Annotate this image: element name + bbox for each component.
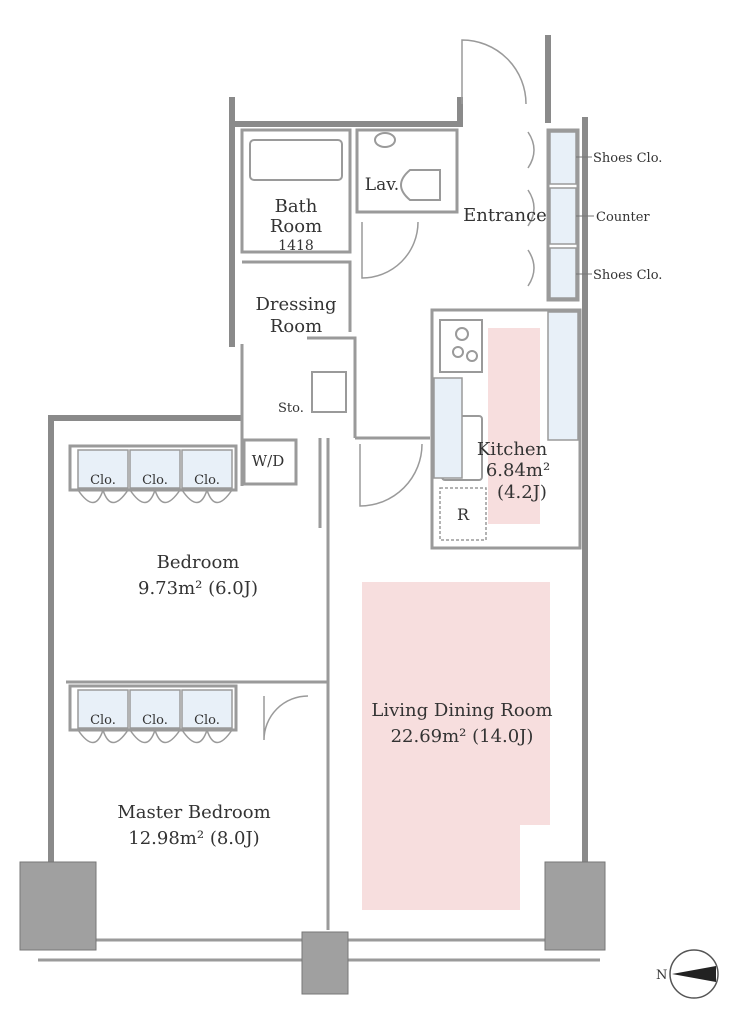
dressing-label-2: Room: [270, 316, 322, 337]
bedroom-closet-1: Clo.: [90, 473, 116, 488]
entrance-storage-panels: [549, 131, 577, 299]
compass: [669, 949, 719, 999]
bath-label-3: 1418: [278, 238, 314, 254]
columns: [19, 861, 606, 995]
kitchen-cabinet: [547, 311, 579, 441]
entrance-shoes-bottom: Shoes Clo.: [593, 268, 662, 283]
bath-label-1: Bath: [275, 196, 318, 217]
bedroom-name: Bedroom: [157, 552, 240, 573]
dressing-sink: [311, 371, 347, 413]
storage-label: Sto.: [278, 401, 304, 416]
lav-label: Lav.: [365, 175, 399, 195]
stove: [439, 319, 483, 373]
toilet: [400, 169, 441, 201]
master-area: 12.98m² (8.0J): [128, 828, 259, 849]
bedroom-closet-3: Clo.: [194, 473, 220, 488]
ldk-area: 22.69m² (14.0J): [391, 726, 534, 747]
ldk-floor-highlight: [362, 582, 550, 910]
compass-label: N: [656, 968, 667, 983]
entrance-label: Entrance: [463, 205, 547, 226]
washer-dryer-label: W/D: [252, 452, 285, 470]
kitchen-name: Kitchen: [477, 439, 548, 460]
refrigerator-label: R: [457, 505, 470, 524]
bedroom-closet-2: Clo.: [142, 473, 168, 488]
dressing-label-1: Dressing: [255, 294, 336, 315]
bedroom-area: 9.73m² (6.0J): [138, 578, 258, 599]
entrance-leader-lines: [576, 156, 594, 275]
master-closet-2: Clo.: [142, 713, 168, 728]
door-swings: [77, 39, 535, 744]
kitchen-tatami: (4.2J): [497, 482, 547, 503]
kitchen-counter: [433, 377, 463, 479]
ldk-name: Living Dining Room: [371, 700, 552, 721]
walls: [48, 35, 588, 868]
kitchen-floor-highlight: [488, 328, 540, 524]
bathtub: [249, 139, 343, 181]
master-closet-3: Clo.: [194, 713, 220, 728]
kitchen-area: 6.84m²: [486, 460, 550, 481]
lav-sink: [374, 132, 396, 148]
bath-label-2: Room: [270, 216, 322, 237]
entrance-counter: Counter: [596, 210, 650, 225]
entrance-shoes-top: Shoes Clo.: [593, 151, 662, 166]
closet-panels: [77, 449, 233, 729]
master-name: Master Bedroom: [117, 802, 270, 823]
master-closet-1: Clo.: [90, 713, 116, 728]
refrigerator-box: [439, 487, 487, 541]
